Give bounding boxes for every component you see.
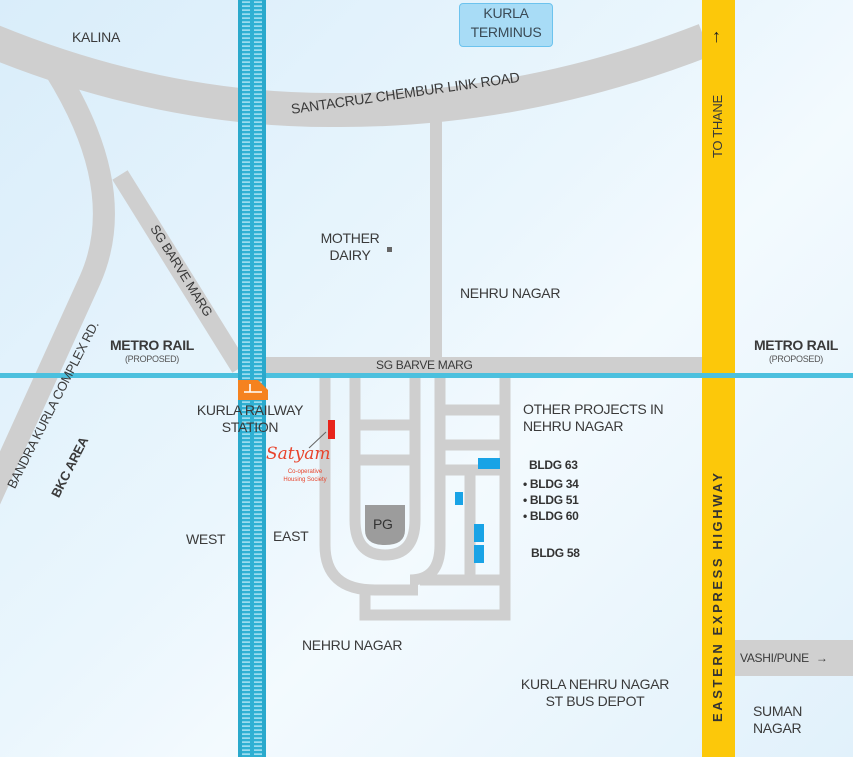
metro-rail-line [0, 373, 853, 378]
metro-rail-left: METRO RAIL (PROPOSED) [109, 337, 195, 364]
label-bldg-60: • BLDG 60 [523, 509, 579, 523]
label-west: WEST [186, 531, 226, 547]
satyam-logo[interactable]: Satyam [266, 444, 331, 464]
vashi-pune-arrow-icon: → [815, 651, 828, 665]
eastern-express-highway [702, 0, 735, 757]
metro-rail-right: METRO RAIL (PROPOSED) [753, 337, 839, 364]
sg-barve-marg-diagonal [112, 170, 248, 373]
pg-block [365, 505, 405, 545]
label-eastern-express-highway: EASTERN EXPRESS HIGHWAY [710, 470, 725, 722]
sg-barve-marg-horizontal [262, 357, 702, 373]
kurla-terminus-line1: KURLA [483, 5, 529, 21]
label-bldg-34: • BLDG 34 [523, 477, 579, 491]
label-bldg-58: BLDG 58 [531, 546, 580, 560]
label-vashi-pune: VASHI/PUNE → [740, 651, 828, 665]
mother-dairy-marker [387, 247, 392, 252]
other-buildings [455, 458, 500, 563]
nehru-nagar-roads [319, 375, 511, 621]
satyam-marker [328, 420, 335, 439]
label-bldg-63: BLDG 63 [529, 458, 578, 472]
vashi-pune-road [735, 640, 853, 676]
label-kalina: KALINA [72, 29, 120, 45]
label-sg-barve-horizontal: SG BARVE MARG [376, 358, 473, 372]
label-bus-depot: KURLA NEHRU NAGAR ST BUS DEPOT [520, 676, 670, 709]
connector-road [430, 120, 442, 360]
train-station-icon [238, 380, 268, 400]
label-to-thane: TO THANE [710, 95, 725, 158]
bkc-road [0, 64, 115, 505]
label-bldg-51: • BLDG 51 [523, 493, 579, 507]
kurla-terminus-box[interactable]: KURLA TERMINUS [459, 3, 553, 47]
satyam-subtitle: Co-operative Housing Society [283, 469, 327, 483]
label-east: EAST [273, 528, 309, 544]
railway-track [238, 0, 266, 757]
label-suman-nagar: SUMAN NAGAR [753, 703, 803, 736]
santacruz-chembur-link-road [0, 24, 712, 128]
label-nehru-nagar-south: NEHRU NAGAR [302, 637, 403, 653]
other-projects-title: OTHER PROJECTS IN NEHRU NAGAR [523, 401, 664, 434]
to-thane-arrow-icon: ↑ [712, 26, 721, 46]
label-nehru-nagar-north: NEHRU NAGAR [460, 285, 561, 301]
label-kurla-railway-station[interactable]: KURLA RAILWAY STATION [196, 402, 304, 435]
label-mother-dairy: MOTHER DAIRY [320, 230, 380, 263]
label-pg: PG [373, 516, 393, 532]
kurla-terminus-line2: TERMINUS [470, 24, 542, 40]
